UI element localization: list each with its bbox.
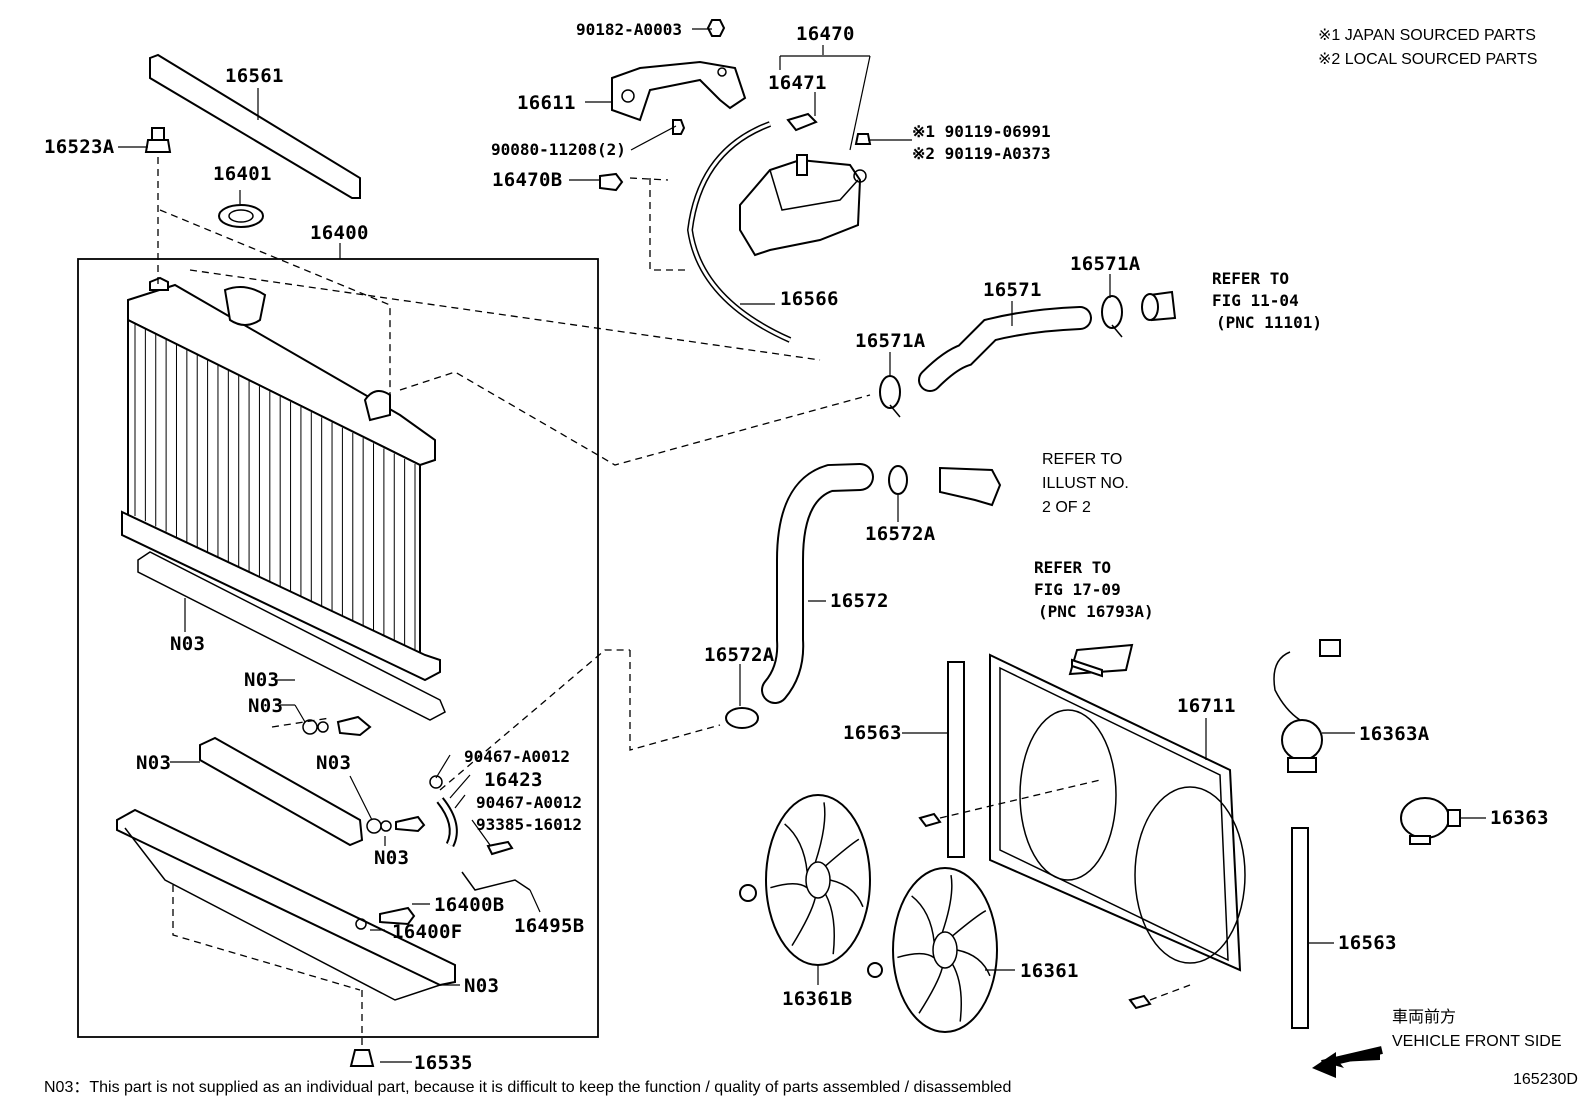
label-N03-cooler: N03	[136, 752, 171, 774]
label-N03-mid: N03	[316, 752, 351, 774]
refer-note-fig-17-09: REFER TO FIG 17-09 (PNC 16793A)	[1034, 558, 1154, 621]
label-16363: 16363	[1490, 807, 1549, 829]
vehicle-front-arrow	[1312, 1046, 1383, 1078]
fan-blade-right	[892, 867, 998, 1033]
label-16561: 16561	[225, 65, 284, 87]
label-16611: 16611	[517, 92, 576, 114]
upper-radiator-hose	[918, 306, 1092, 392]
svg-text:2 OF 2: 2 OF 2	[1042, 499, 1091, 516]
lower-hose-clamp-bottom	[725, 707, 759, 729]
label-90080-11208: 90080-11208(2)	[491, 140, 626, 159]
label-90467-A0012-a: 90467-A0012	[464, 747, 570, 766]
label-16563-right: 16563	[1338, 932, 1397, 954]
svg-text:FIG 11-04: FIG 11-04	[1212, 291, 1299, 310]
label-16470B: 16470B	[492, 169, 562, 191]
label-16571A-left: 16571A	[855, 330, 926, 352]
fan-shroud	[989, 653, 1246, 972]
fan-motor-with-harness	[1273, 639, 1341, 773]
reservoir-bracket	[611, 60, 747, 122]
label-N03-upper: N03	[244, 669, 279, 691]
label-16471: 16471	[768, 72, 827, 94]
label-N03-tank: N03	[464, 975, 499, 997]
shroud-insulator-right	[1291, 827, 1309, 1029]
refer-note-fig-11-04: REFER TO FIG 11-04 (PNC 11101)	[1212, 269, 1322, 332]
label-16523A: 16523A	[44, 136, 115, 158]
label-16400F: 16400F	[392, 921, 462, 943]
part-labels: 90182-A0003 16470 16471 16611 16561 1652…	[44, 20, 1549, 1074]
figure-code: 165230D	[1513, 1071, 1578, 1088]
label-16572A-top: 16572A	[865, 523, 936, 545]
radiator-cap-gasket	[218, 204, 264, 228]
label-16470: 16470	[796, 23, 855, 45]
radiator-core-illustration	[121, 276, 446, 721]
label-90467-A0012-b: 90467-A0012	[476, 793, 582, 812]
label-16400B: 16400B	[434, 894, 504, 916]
label-16572A-low: 16572A	[704, 644, 775, 666]
label-16361: 16361	[1020, 960, 1079, 982]
fan-blade-left	[765, 794, 871, 966]
label-90182-A0003: 90182-A0003	[576, 20, 682, 39]
upper-support-cushion	[144, 127, 172, 153]
label-90119-06991: ※1 90119-06991	[912, 122, 1051, 141]
label-93385-16012: 93385-16012	[476, 815, 582, 834]
lower-tank-parts	[116, 715, 531, 1067]
label-16361B: 16361B	[782, 988, 852, 1010]
fan-motor	[1400, 797, 1461, 845]
vehicle-front-en: VEHICLE FRONT SIDE	[1392, 1033, 1562, 1050]
label-16401: 16401	[213, 163, 272, 185]
shroud-insulator-left	[947, 661, 965, 858]
upper-hose-clamp-left	[879, 375, 901, 418]
label-16711: 16711	[1177, 695, 1236, 717]
vehicle-front-jp: 車両前方	[1392, 1008, 1456, 1026]
label-16571: 16571	[983, 279, 1042, 301]
upper-insulator-strip	[149, 53, 361, 199]
water-inlet-stub	[939, 466, 1002, 507]
radiator-assembly-box	[77, 258, 599, 1038]
lower-hose-clamp-top	[888, 465, 908, 495]
svg-text:(PNC 16793A): (PNC 16793A)	[1038, 602, 1154, 621]
label-16495B: 16495B	[514, 915, 584, 937]
label-16572: 16572	[830, 590, 889, 612]
svg-text:REFER TO: REFER TO	[1034, 558, 1111, 577]
leader-lines	[118, 28, 1486, 1063]
legend-japan-sourced: ※1 JAPAN SOURCED PARTS	[1318, 27, 1536, 44]
label-16563-left: 16563	[843, 722, 902, 744]
label-16566: 16566	[780, 288, 839, 310]
upper-hose-clamp-right	[1101, 295, 1123, 338]
reservoir-tank	[739, 112, 867, 257]
label-N03-low: N03	[374, 847, 409, 869]
lower-radiator-hose	[761, 463, 874, 704]
refer-note-illust-2: REFER TO ILLUST NO. 2 OF 2	[1042, 451, 1129, 516]
svg-text:REFER TO: REFER TO	[1042, 451, 1122, 468]
label-16400: 16400	[310, 222, 369, 244]
label-16363A: 16363A	[1359, 723, 1430, 745]
label-N03-second: N03	[248, 695, 283, 717]
svg-text:(PNC 11101): (PNC 11101)	[1216, 313, 1322, 332]
svg-text:ILLUST NO.: ILLUST NO.	[1042, 475, 1129, 492]
label-N03-seal: N03	[170, 633, 205, 655]
label-90119-A0373: ※2 90119-A0373	[912, 144, 1051, 163]
svg-text:FIG 17-09: FIG 17-09	[1034, 580, 1121, 599]
label-16423: 16423	[484, 769, 543, 791]
footnote-n03: N03：This part is not supplied as an indi…	[44, 1079, 1011, 1096]
legend-local-sourced: ※2 LOCAL SOURCED PARTS	[1318, 51, 1537, 68]
svg-text:REFER TO: REFER TO	[1212, 269, 1289, 288]
label-16571A-top: 16571A	[1070, 253, 1141, 275]
label-16535: 16535	[414, 1052, 473, 1074]
